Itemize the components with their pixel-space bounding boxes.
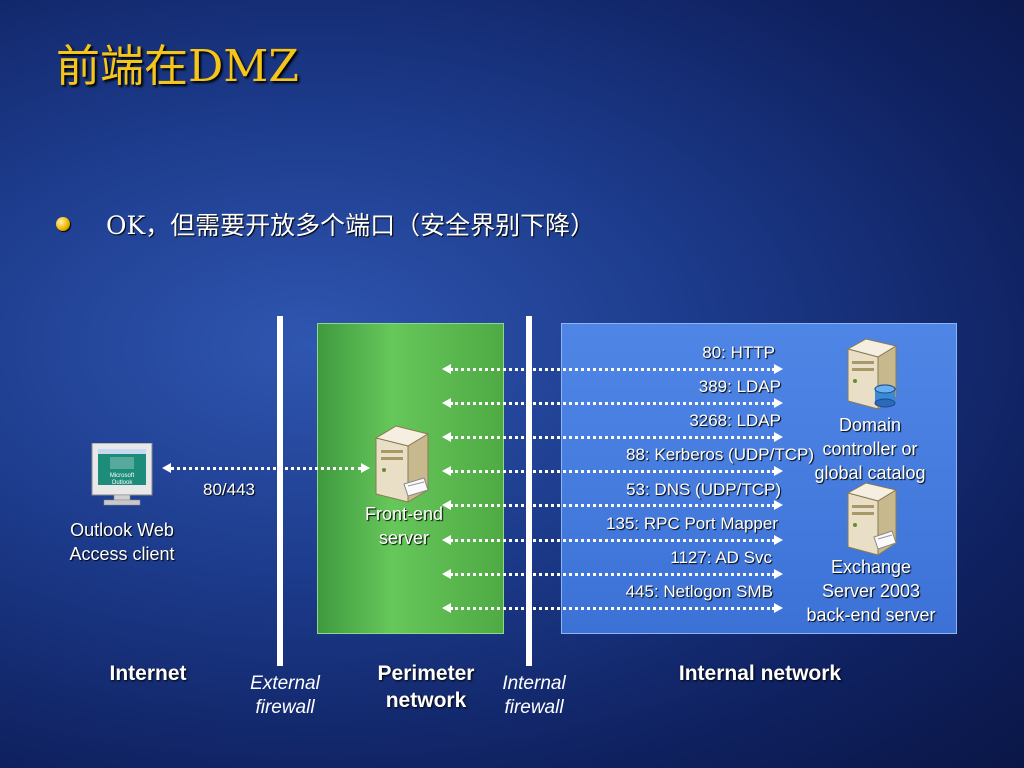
page-title: 前端在DMZ [56, 41, 299, 92]
exchange-server-label: Exchange Server 2003 back-end server [806, 557, 936, 625]
port-label: 1127: AD Svc [670, 548, 772, 567]
domain-controller-icon [844, 337, 902, 418]
port-arrow [442, 398, 783, 408]
bullet-icon [56, 217, 70, 231]
exchange-server-icon [844, 481, 902, 564]
external-firewall-label: External firewall [250, 673, 320, 718]
internal-network-label: Internal network [678, 662, 842, 685]
external-firewall-line [277, 316, 283, 666]
client-label: Outlook Web Access client [69, 520, 175, 564]
port-arrow [442, 603, 783, 613]
perimeter-network-label: Perimeter network [377, 662, 475, 712]
internal-firewall-label: Internal firewall [502, 673, 566, 718]
port-arrow [442, 432, 783, 442]
port-arrow [442, 569, 783, 579]
port-label: 80: HTTP [702, 343, 775, 362]
port-arrow [442, 466, 783, 476]
bullet-text: OK，但需要开放多个端口（安全界别下降） [106, 211, 596, 240]
port-label: 3268: LDAP [689, 411, 781, 430]
internet-label: Internet [109, 662, 187, 685]
domain-controller-label: Domain controller or global catalog [814, 415, 926, 483]
port-arrow [442, 535, 783, 545]
client-arrow [162, 463, 370, 473]
port-label: 135: RPC Port Mapper [606, 514, 778, 533]
client-screen-text: Microsoft Outlook [109, 473, 135, 486]
internal-firewall-line [526, 316, 532, 666]
port-label: 53: DNS (UDP/TCP) [626, 480, 781, 499]
port-label: 88: Kerberos (UDP/TCP) [626, 445, 814, 464]
port-arrow [442, 364, 783, 374]
port-label: 445: Netlogon SMB [625, 582, 773, 601]
frontend-label: Front-end server [364, 504, 444, 548]
server-icon [372, 424, 432, 511]
port-arrow [442, 500, 783, 510]
port-label: 389: LDAP [698, 377, 781, 396]
client-port-label: 80/443 [203, 480, 255, 499]
computer-icon: Microsoft Outlook [90, 442, 154, 512]
